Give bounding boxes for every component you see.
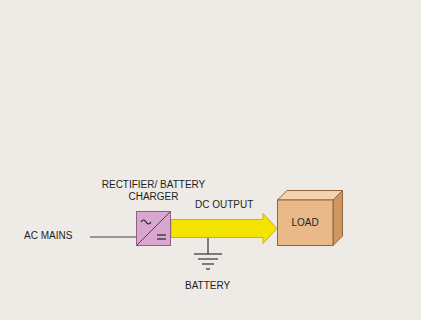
ac-symbol	[141, 220, 151, 224]
mains-label: AC MAINS	[24, 230, 72, 242]
converter-square	[137, 212, 171, 246]
load-top-face	[278, 191, 343, 201]
node-label: LOAD	[277, 200, 333, 246]
converter-diagonal	[137, 212, 170, 245]
node-shape	[136, 211, 171, 246]
rectifier-box: RECTIFIER/ BATTERY CHARGER	[136, 211, 171, 246]
edge-label: DC OUTPUT	[195, 199, 253, 211]
node-heading: RECTIFIER/ BATTERY CHARGER	[99, 179, 209, 203]
load-box: LOAD	[277, 190, 343, 246]
dc-symbol	[157, 238, 166, 239]
battery-symbol	[194, 238, 222, 269]
mains-wire	[90, 237, 136, 238]
load-side-face	[333, 191, 343, 246]
dc-symbol	[157, 234, 166, 235]
battery-label: BATTERY	[185, 280, 230, 292]
load-front-face	[278, 200, 334, 246]
dc-output-arrow	[171, 214, 277, 244]
